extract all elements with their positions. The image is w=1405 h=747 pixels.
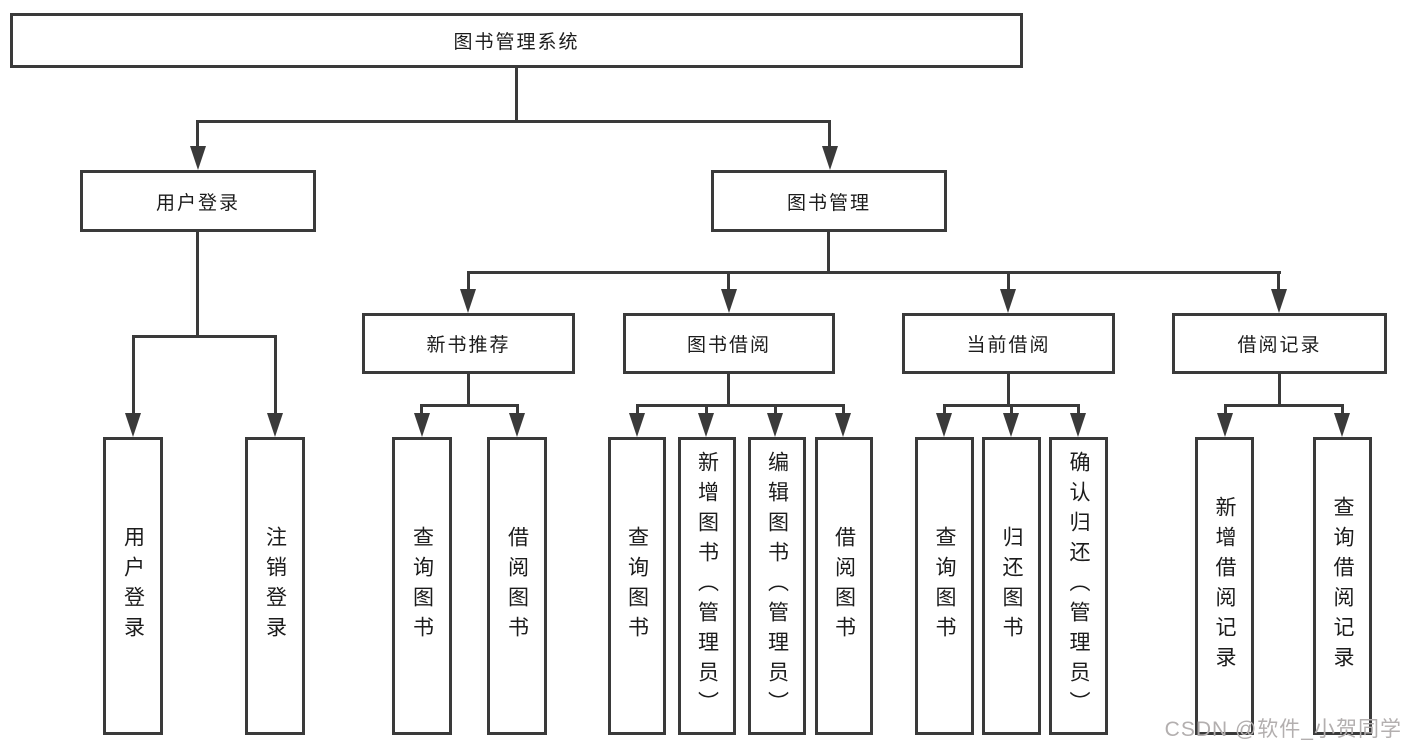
arrowhead-down-icon (698, 413, 714, 437)
connector-line (1077, 404, 1080, 416)
connector-line (636, 404, 639, 416)
leaf-query-books: 查询图书 (608, 437, 666, 735)
connector-line (1277, 271, 1280, 293)
arrowhead-down-icon (1271, 289, 1287, 313)
connector-line (1007, 271, 1010, 293)
connector-line (196, 230, 199, 338)
arrowhead-down-icon (629, 413, 645, 437)
node-borrowing-records: 借阅记录 (1172, 313, 1387, 374)
leaf-query-borrow-record: 查询借阅记录 (1313, 437, 1372, 735)
connector-line (943, 404, 946, 416)
node-book-management: 图书管理 (711, 170, 947, 232)
leaf-query-books: 查询图书 (915, 437, 974, 735)
leaf-confirm-return-admin: 确认归还（管理员） (1049, 437, 1108, 735)
connector-line (1007, 372, 1010, 407)
leaf-add-books-admin: 新增图书（管理员） (678, 437, 736, 735)
connector-line (467, 271, 1281, 274)
arrowhead-down-icon (767, 413, 783, 437)
arrowhead-down-icon (721, 289, 737, 313)
leaf-add-borrow-record: 新增借阅记录 (1195, 437, 1254, 735)
connector-line (196, 120, 199, 148)
connector-line (420, 404, 519, 407)
connector-line (827, 230, 830, 274)
connector-line (636, 404, 845, 407)
arrowhead-down-icon (267, 413, 283, 437)
connector-line (727, 372, 730, 407)
connector-line (727, 271, 730, 293)
connector-line (1224, 404, 1344, 407)
connector-line (828, 120, 831, 148)
connector-line (842, 404, 845, 416)
leaf-borrow-books: 借阅图书 (487, 437, 547, 735)
connector-line (467, 372, 470, 407)
connector-line (467, 271, 470, 293)
node-current-borrowing: 当前借阅 (902, 313, 1115, 374)
connector-line (1010, 404, 1013, 416)
node-new-book-recommend: 新书推荐 (362, 313, 575, 374)
arrowhead-down-icon (460, 289, 476, 313)
connector-line (774, 404, 777, 416)
leaf-logout: 注销登录 (245, 437, 305, 735)
arrowhead-down-icon (936, 413, 952, 437)
leaf-edit-books-admin: 编辑图书（管理员） (748, 437, 806, 735)
arrowhead-down-icon (1070, 413, 1086, 437)
node-book-borrowing: 图书借阅 (623, 313, 835, 374)
arrowhead-down-icon (1334, 413, 1350, 437)
connector-line (1341, 404, 1344, 416)
arrowhead-down-icon (414, 413, 430, 437)
connector-line (420, 404, 423, 416)
arrowhead-down-icon (1217, 413, 1233, 437)
connector-line (705, 404, 708, 416)
arrowhead-down-icon (509, 413, 525, 437)
leaf-query-books: 查询图书 (392, 437, 452, 735)
arrowhead-down-icon (835, 413, 851, 437)
connector-line (515, 66, 518, 123)
connector-line (132, 335, 277, 338)
leaf-borrow-books: 借阅图书 (815, 437, 873, 735)
node-library-system: 图书管理系统 (10, 13, 1023, 68)
leaf-user-login: 用户登录 (103, 437, 163, 735)
arrowhead-down-icon (822, 146, 838, 170)
connector-line (196, 120, 831, 123)
leaf-return-books: 归还图书 (982, 437, 1041, 735)
arrowhead-down-icon (190, 146, 206, 170)
arrowhead-down-icon (1000, 289, 1016, 313)
csdn-watermark: CSDN @软件_小贺同学 (1164, 718, 1402, 741)
connector-line (274, 335, 277, 415)
node-user-login: 用户登录 (80, 170, 316, 232)
connector-line (1278, 372, 1281, 407)
connector-line (516, 404, 519, 416)
connector-line (1224, 404, 1227, 416)
arrowhead-down-icon (125, 413, 141, 437)
arrowhead-down-icon (1003, 413, 1019, 437)
connector-line (132, 335, 135, 415)
